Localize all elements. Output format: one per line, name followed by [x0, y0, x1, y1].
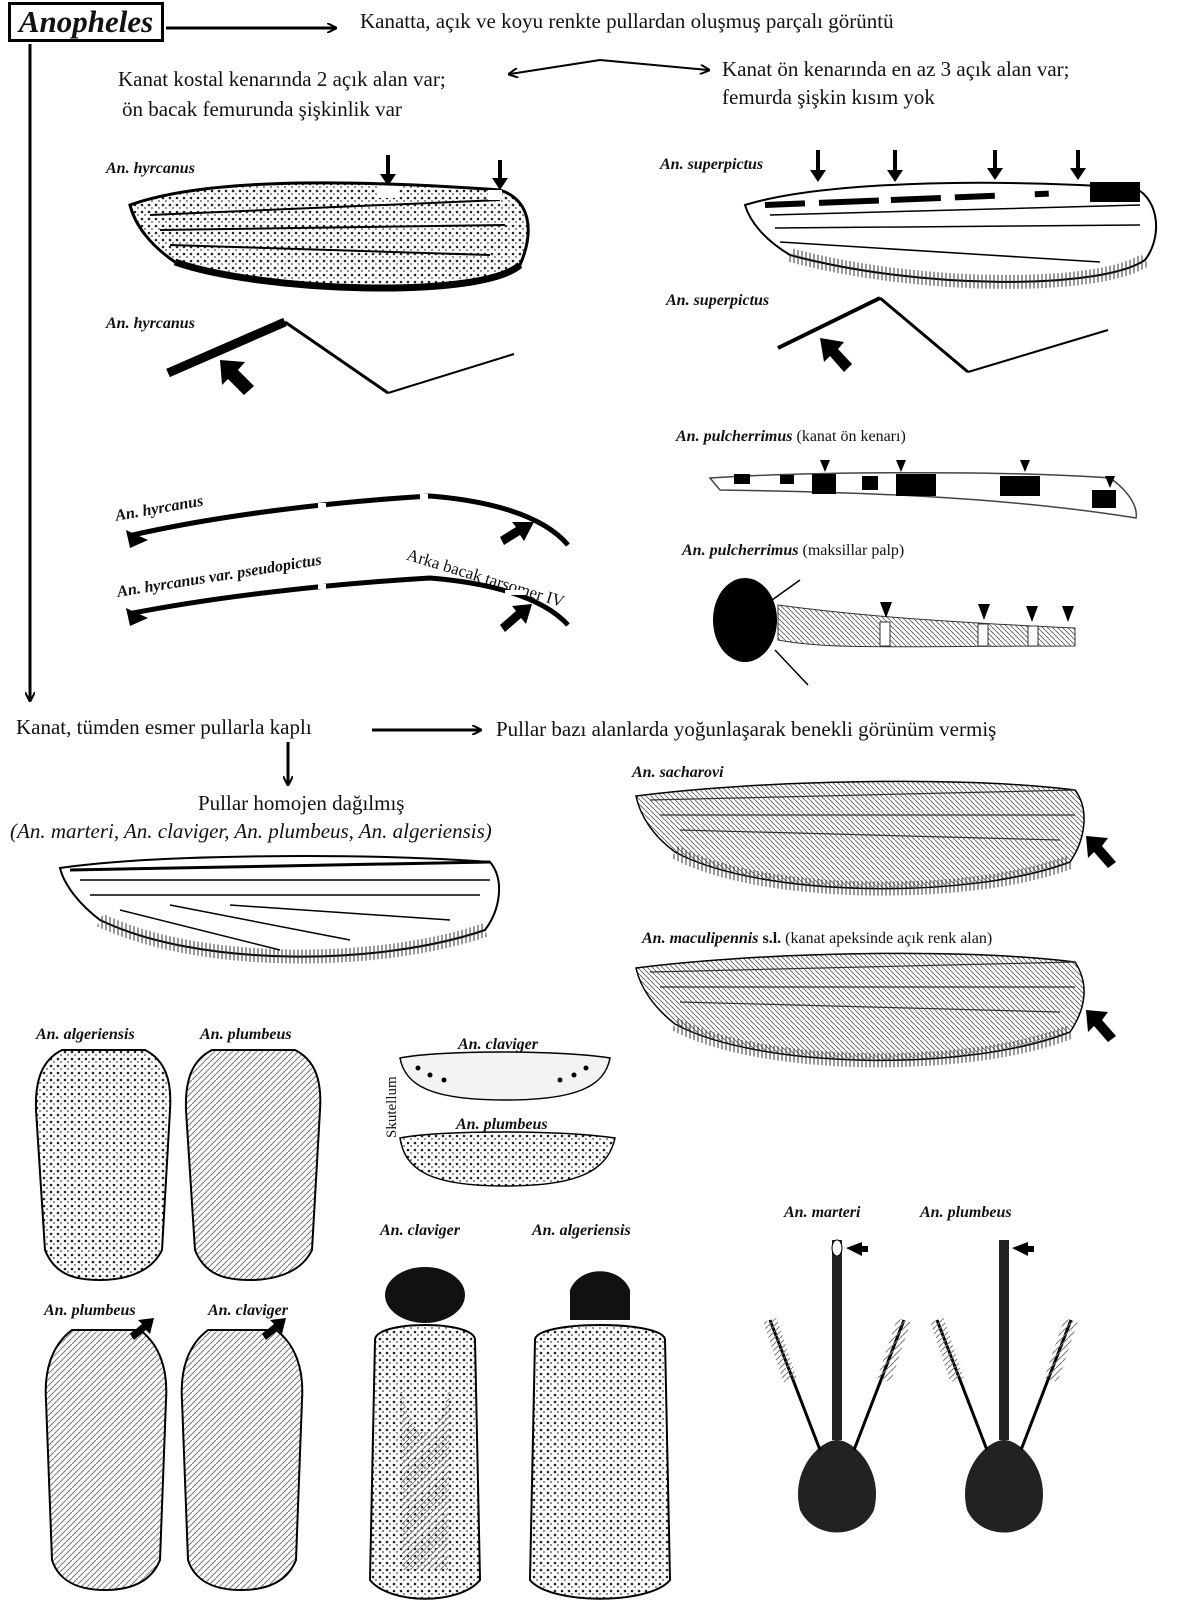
- arrow-superpictus-femur: [820, 338, 852, 372]
- tarsus-hyrcanus-pseudopictus: [126, 578, 568, 626]
- arrow-hyrcanus-femur: [220, 360, 254, 395]
- scutellum-plumbeus: [400, 1132, 615, 1186]
- scutum-plumbeus-2: [46, 1330, 167, 1590]
- thorax-algeriensis: [530, 1271, 670, 1599]
- wing-homogeneous: [60, 856, 499, 957]
- wing-superpictus-markers: [810, 150, 1086, 182]
- arrow-maculipennis: [1086, 1010, 1116, 1042]
- arrow-hyrcanus-tarsus: [500, 522, 534, 545]
- wing-maculipennis: [636, 953, 1084, 1060]
- scutum-plumbeus: [186, 1050, 320, 1280]
- scutellum-claviger: [400, 1052, 610, 1100]
- wing-hyrcanus: [130, 183, 528, 288]
- head-marteri: [770, 1240, 904, 1533]
- wing-sacharovi: [636, 781, 1084, 888]
- head-plumbeus: [937, 1240, 1071, 1533]
- arrow-split-right: [600, 60, 708, 70]
- arrow-marteri-palp: [846, 1242, 868, 1256]
- arrow-plumbeus-palp: [1012, 1242, 1034, 1256]
- scutum-claviger-2: [182, 1330, 303, 1590]
- wing-edge-pulcherrimus: [710, 473, 1136, 518]
- arrow-pseudopictus-tarsus: [500, 604, 532, 632]
- wing-superpictus: [745, 182, 1156, 282]
- leg-superpictus: [778, 298, 1108, 372]
- arrow-split-left: [510, 60, 600, 74]
- flow-arrows: [30, 28, 708, 784]
- arrow-sacharovi: [1086, 836, 1116, 868]
- scutum-algeriensis: [36, 1050, 170, 1280]
- palp-pulcherrimus: [713, 578, 1075, 685]
- leg-hyrcanus: [168, 322, 514, 393]
- thorax-claviger: [370, 1267, 480, 1599]
